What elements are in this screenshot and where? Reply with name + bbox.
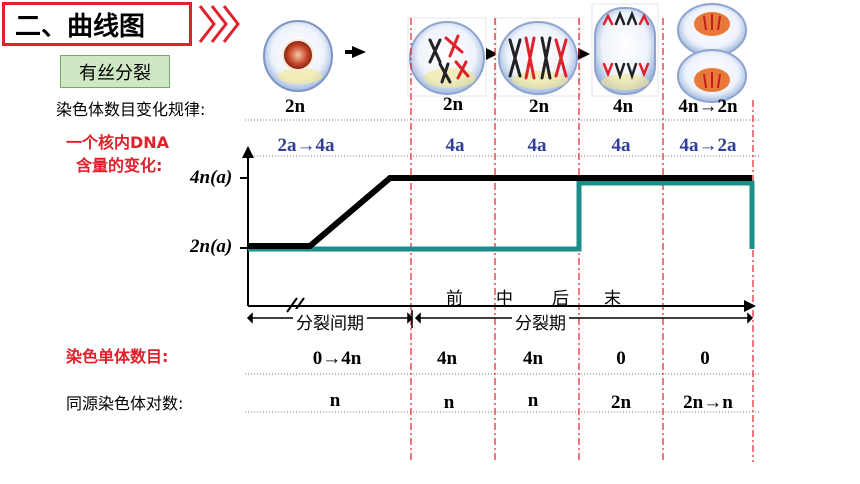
homolog-label: 同源染色体对数: <box>66 394 184 413</box>
chromatid-value: 4n <box>522 348 544 369</box>
prophase-cell-image <box>407 17 487 97</box>
interphase-cell-image <box>263 20 333 92</box>
dna-value: 4a <box>527 135 547 156</box>
chromatid-value: 0 <box>616 348 626 369</box>
chromosome-value: 4n <box>612 96 634 117</box>
section-title-text: 二、曲线图 <box>15 11 146 42</box>
homolog-value: n <box>329 390 341 411</box>
y-axis-label-low: 2n(a) <box>190 236 233 257</box>
phase-label-anaphase: 后 <box>552 289 569 309</box>
metaphase-cell-image <box>495 17 581 97</box>
chromosome-value: 2n <box>528 96 550 117</box>
chromosome-value: 4n→2n <box>678 96 738 117</box>
x-axis-arrow-icon <box>744 300 756 312</box>
y-axis-arrow-icon <box>242 146 254 158</box>
chromatid-value: 0 <box>700 348 710 369</box>
dna-curve <box>248 175 752 249</box>
arrow-icon <box>578 48 590 60</box>
subtitle-badge: 有丝分裂 <box>60 55 170 88</box>
y-axis-label-high: 4n(a) <box>190 167 233 188</box>
dna-value: 4a <box>611 135 631 156</box>
arrow-icon <box>486 48 498 60</box>
chromatid-value: 4n <box>436 348 458 369</box>
telophase-cell-image <box>677 3 747 103</box>
chromosome-curve <box>248 180 755 252</box>
dna-value: 4a <box>445 135 465 156</box>
chromatid-label: 染色单体数目: <box>66 347 169 366</box>
phase-label-telophase: 末 <box>604 289 621 309</box>
homolog-value: n <box>527 390 539 411</box>
period-brackets <box>246 310 754 328</box>
anaphase-cell-image <box>591 3 659 97</box>
subtitle-text: 有丝分裂 <box>79 62 151 84</box>
dna-value: 4a→2a <box>679 135 737 156</box>
arrow-icon <box>352 46 366 58</box>
section-title: 二、曲线图 <box>2 2 192 46</box>
homolog-value: 2n <box>610 392 632 413</box>
phase-label-prophase: 前 <box>446 289 463 309</box>
homolog-value: 2n→n <box>683 392 733 413</box>
homolog-value: n <box>443 392 455 413</box>
phase-label-metaphase: 中 <box>496 289 513 309</box>
interphase-period-label: 分裂间期 <box>293 309 367 334</box>
chromosome-value: 2n <box>442 94 464 115</box>
division-period-label: 分裂期 <box>512 309 569 334</box>
dotted-row-lines <box>245 119 760 413</box>
dna-value: 2a→4a <box>277 135 335 156</box>
chromatid-value: 0→4n <box>312 348 362 369</box>
dna-label-line2: 含量的变化: <box>76 156 163 175</box>
dna-label-line1: 一个核内DNA <box>66 133 170 152</box>
chevron-arrows-icon <box>198 5 240 43</box>
chromosome-rule-label: 染色体数目变化规律: <box>56 100 206 119</box>
chromosome-value: 2n <box>284 96 306 117</box>
arrow-shaft <box>345 50 353 54</box>
